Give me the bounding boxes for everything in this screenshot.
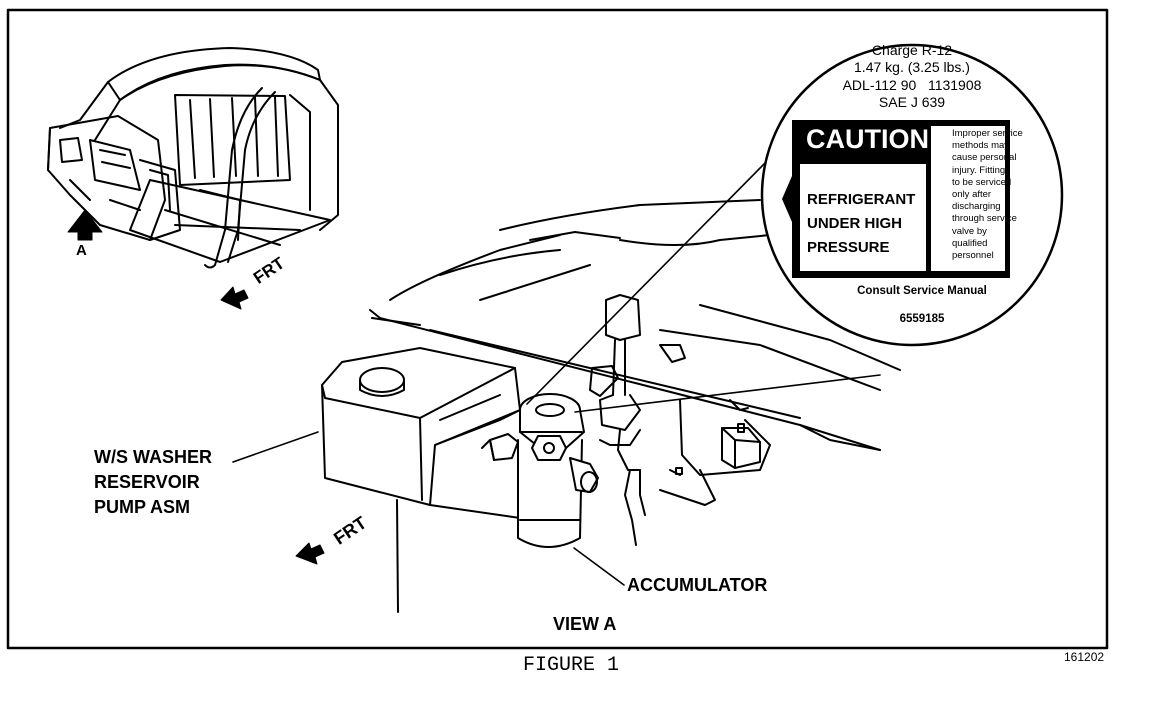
accumulator-label: ACCUMULATOR bbox=[627, 575, 768, 595]
decal-part-number: 6559185 bbox=[899, 313, 945, 325]
figure-caption: FIGURE 1 bbox=[523, 654, 620, 677]
view-a-label: VIEW A bbox=[553, 614, 617, 634]
inset-arrow-label: A bbox=[76, 242, 87, 259]
service-text-line: personnel bbox=[952, 250, 994, 262]
service-text-line: cause personal bbox=[952, 152, 1017, 164]
decal-charge-line4: SAE J 639 bbox=[878, 94, 946, 110]
decal-charge-line2: 1.47 kg. (3.25 lbs.) bbox=[854, 59, 970, 75]
warning-line1: REFRIGERANT bbox=[807, 191, 916, 208]
service-text-line: to be serviced bbox=[952, 176, 1012, 188]
service-text-line: injury. Fittings bbox=[952, 164, 1010, 176]
engine-compartment-illustration bbox=[321, 199, 901, 613]
service-text-line: qualified bbox=[952, 237, 988, 249]
service-text-line: Improper service bbox=[952, 128, 1023, 139]
leader-lines bbox=[232, 159, 881, 586]
decal-consult: Consult Service Manual bbox=[857, 285, 987, 297]
decal-charge-line3: ADL-112 90 1131908 bbox=[842, 77, 982, 93]
caution-arrow bbox=[782, 176, 792, 222]
service-text: Improper service methods may cause perso… bbox=[952, 128, 1023, 262]
warning-line3: PRESSURE bbox=[807, 239, 890, 256]
service-text-line: methods may bbox=[952, 140, 1010, 152]
service-text-line: through service bbox=[952, 213, 1017, 225]
warning-line2: UNDER HIGH bbox=[807, 215, 903, 232]
truck-cab-illustration bbox=[47, 47, 339, 269]
washer-reservoir-label-line2: RESERVOIR bbox=[94, 472, 200, 492]
inset-frt-arrow bbox=[220, 286, 249, 310]
caution-heading: CAUTION bbox=[806, 124, 929, 154]
service-text-line: valve by bbox=[952, 225, 987, 237]
decal-charge-line1: Charge R-12 bbox=[871, 42, 953, 58]
figure-frame bbox=[6, 8, 1109, 650]
view-a-arrow bbox=[67, 209, 103, 241]
main-frt-arrow bbox=[295, 542, 325, 565]
service-text-line: discharging bbox=[952, 201, 1001, 213]
figure-number: 161202 bbox=[1064, 650, 1105, 664]
washer-reservoir-label-line1: W/S WASHER bbox=[94, 447, 213, 467]
service-text-line: only after bbox=[952, 189, 992, 201]
washer-reservoir-label-line3: PUMP ASM bbox=[94, 497, 191, 517]
